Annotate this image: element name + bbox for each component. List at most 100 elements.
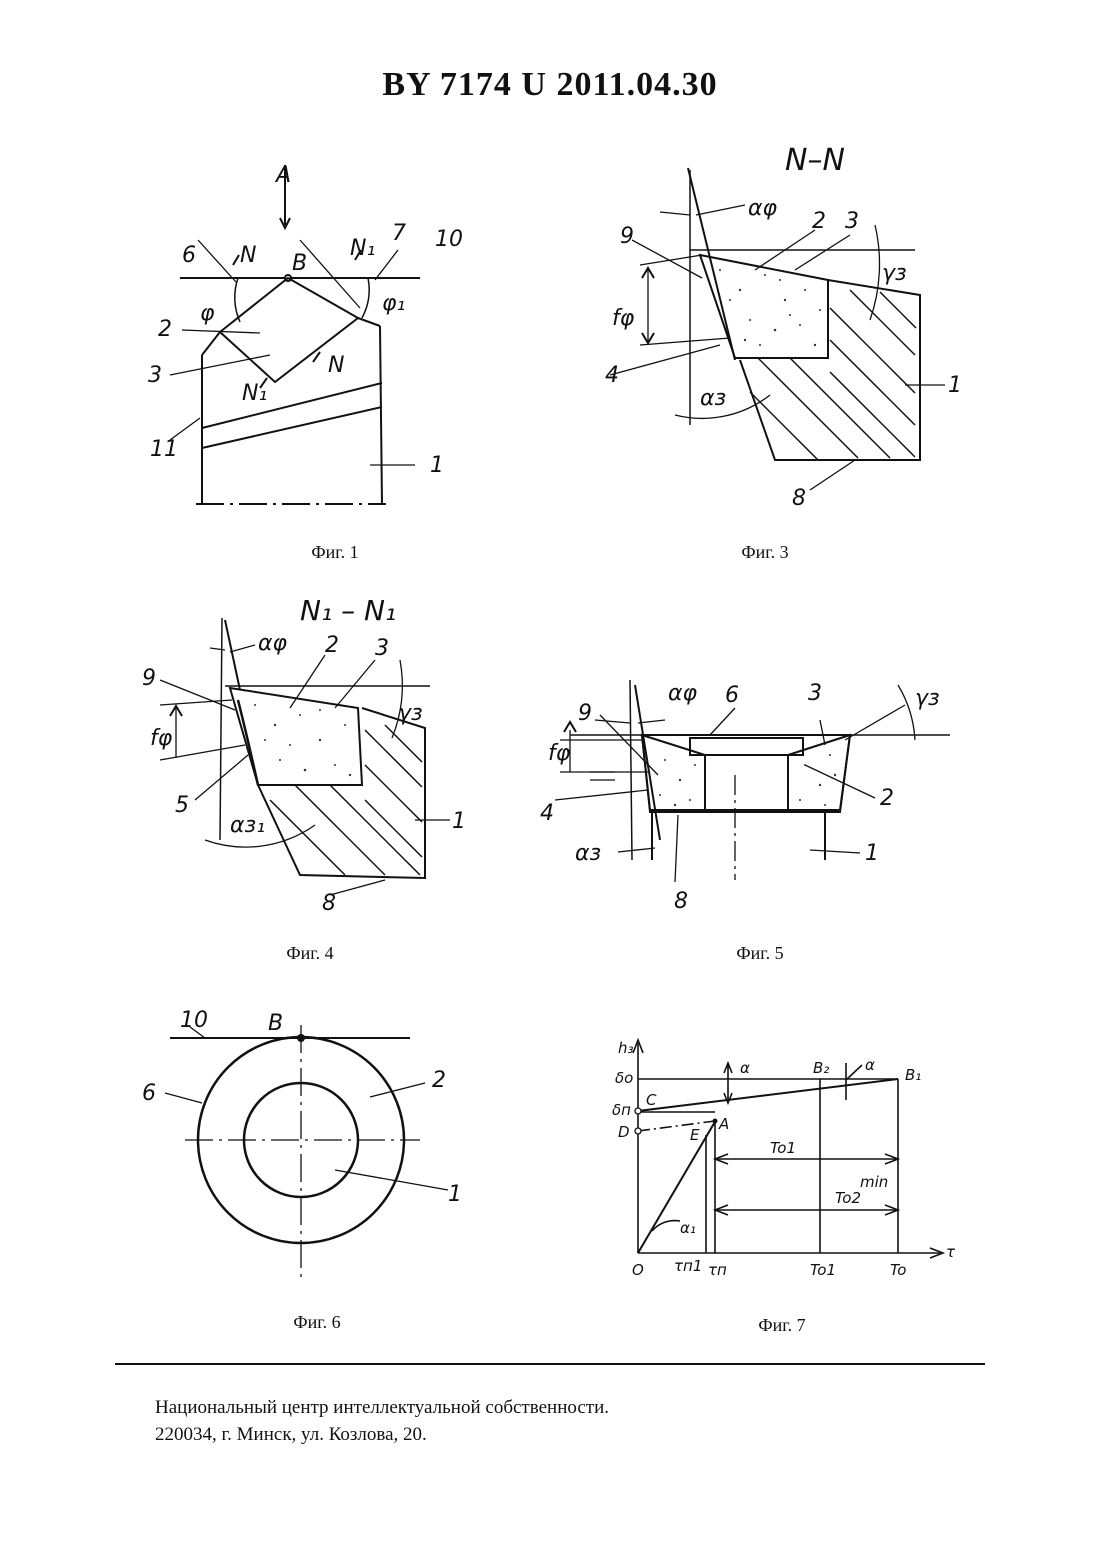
fig3-label-alpha-z: αз <box>700 386 726 411</box>
fig5-label-8: 8 <box>674 889 688 914</box>
figure-3-caption: Фиг. 3 <box>705 542 825 563</box>
fig1-label-b: B <box>292 251 307 276</box>
fig4-label-alpha-f: αφ <box>258 631 288 656</box>
fig3-label-alpha-f: αφ <box>748 196 778 221</box>
fig6-label-10: 10 <box>180 1008 208 1033</box>
fig1-label-10: 10 <box>435 227 463 252</box>
figure-6-caption: Фиг. 6 <box>257 1312 377 1333</box>
fig4-label-8: 8 <box>322 891 336 916</box>
fig7-label-delta-o: δо <box>615 1069 633 1087</box>
fig1-label-3: 3 <box>148 363 162 388</box>
figure-5: αφ γз fφ αз 6 3 9 4 2 1 8 Фиг. 5 <box>530 660 990 970</box>
figure-3-drawing: N–N αφ γз fφ αз 9 2 3 4 1 8 <box>590 130 990 520</box>
footer: Национальный центр интеллектуальной собс… <box>155 1394 609 1448</box>
fig7-label-alpha: α <box>740 1059 750 1077</box>
figure-7-drawing: h₃ δо δп C D E A B₂ B₁ α α α₁ To1 To2 mi… <box>600 1035 980 1345</box>
fig4-label-1: 1 <box>452 809 466 834</box>
fig3-label-9: 9 <box>620 224 634 249</box>
fig7-label-tau-p1: τп1 <box>674 1257 702 1275</box>
fig7-point-d <box>635 1128 641 1134</box>
fig1-label-6: 6 <box>182 243 196 268</box>
fig6-label-1: 1 <box>448 1182 462 1207</box>
fig7-label-a: A <box>718 1115 729 1133</box>
fig1-label-7: 7 <box>392 221 406 246</box>
fig6-label-2: 2 <box>432 1068 446 1093</box>
fig3-label-3: 3 <box>845 209 859 234</box>
fig1-label-a: A <box>274 163 291 188</box>
figure-7-caption: Фиг. 7 <box>722 1315 842 1336</box>
fig4-label-gamma: γз <box>398 701 423 726</box>
fig4-label-alpha-z1: αз₁ <box>230 813 265 838</box>
fig7-label-tau-p: τп <box>708 1261 727 1279</box>
fig7-point-c <box>635 1108 641 1114</box>
figure-7: h₃ δо δп C D E A B₂ B₁ α α α₁ To1 To2 mi… <box>600 1035 980 1345</box>
figure-6-drawing: 10 B 6 2 1 <box>130 1005 470 1345</box>
fig7-label-o: O <box>632 1261 644 1279</box>
fig3-label-2: 2 <box>812 209 826 234</box>
fig7-label-b2: B₂ <box>813 1059 829 1077</box>
figure-1: A B N N₁ N N₁ φ φ₁ 6 7 10 2 3 11 1 Фиг. … <box>130 150 470 520</box>
figure-6: 10 B 6 2 1 Фиг. 6 <box>130 1005 470 1345</box>
figure-4: N₁ – N₁ αφ γз fφ αз₁ 9 2 3 5 1 8 Фиг. 4 <box>130 590 470 970</box>
fig5-label-4: 4 <box>540 801 554 826</box>
fig1-label-n1-bot: N₁ <box>242 381 267 406</box>
fig7-label-delta-p: δп <box>612 1101 631 1119</box>
fig1-label-n-bot: N <box>328 353 344 378</box>
fig5-label-9: 9 <box>578 701 592 726</box>
fig1-label-phi: φ <box>200 301 215 326</box>
footer-line-1: Национальный центр интеллектуальной собс… <box>155 1394 609 1421</box>
fig1-label-11: 11 <box>150 437 178 462</box>
fig5-label-f: fφ <box>548 741 571 766</box>
fig3-abrasive-texture <box>719 269 821 346</box>
fig5-label-alpha-f: αφ <box>668 681 698 706</box>
fig5-label-1: 1 <box>865 841 879 866</box>
figure-1-caption: Фиг. 1 <box>275 542 395 563</box>
fig4-label-9: 9 <box>142 666 156 691</box>
fig1-label-n-top: N <box>240 243 256 268</box>
fig7-label-tau: τ <box>946 1243 956 1261</box>
fig4-label-5: 5 <box>175 793 189 818</box>
fig7-label-t-o: To <box>890 1261 907 1279</box>
figure-3: N–N αφ γз fφ αз 9 2 3 4 1 8 Фиг. 3 <box>590 130 990 520</box>
fig7-label-to1-dim: To1 <box>770 1139 796 1157</box>
fig5-label-3: 3 <box>808 681 822 706</box>
fig1-label-2: 2 <box>158 317 172 342</box>
fig6-point-b <box>297 1034 305 1042</box>
figure-4-drawing: N₁ – N₁ αφ γз fφ αз₁ 9 2 3 5 1 8 <box>130 590 470 970</box>
fig7-label-to2-dim: To2 <box>835 1189 861 1207</box>
fig5-label-gamma: γз <box>915 686 940 711</box>
patent-header: BY 7174 U 2011.04.30 <box>0 66 1100 104</box>
fig3-label-gamma: γз <box>882 261 907 286</box>
fig7-label-c: C <box>646 1091 657 1109</box>
fig3-label-8: 8 <box>792 486 806 511</box>
figure-5-drawing: αφ γз fφ αз 6 3 9 4 2 1 8 <box>530 660 990 970</box>
fig3-label-f: fφ <box>612 306 635 331</box>
fig5-label-6: 6 <box>725 683 739 708</box>
fig3-label-4: 4 <box>605 363 619 388</box>
fig6-label-b: B <box>268 1011 283 1036</box>
fig1-label-1: 1 <box>430 453 444 478</box>
fig7-label-e: E <box>690 1126 700 1144</box>
fig7-label-b1: B₁ <box>905 1066 921 1084</box>
fig7-label-d: D <box>618 1123 630 1141</box>
fig5-abrasive-texture <box>659 754 836 806</box>
fig4-title: N₁ – N₁ <box>300 594 396 627</box>
fig4-label-2: 2 <box>325 633 339 658</box>
fig5-label-alpha-z: αз <box>575 841 601 866</box>
fig7-point-a <box>713 1119 718 1124</box>
fig1-label-n1-top: N₁ <box>350 236 375 261</box>
fig7-label-min: min <box>860 1173 888 1191</box>
figure-5-caption: Фиг. 5 <box>700 943 820 964</box>
fig4-label-3: 3 <box>375 636 389 661</box>
fig7-label-h3: h₃ <box>618 1039 634 1057</box>
fig4-label-f: fφ <box>150 726 173 751</box>
fig3-label-1: 1 <box>948 373 962 398</box>
fig7-label-t-o1: To1 <box>810 1261 836 1279</box>
fig5-label-2: 2 <box>880 786 894 811</box>
fig7-label-alpha-2: α <box>865 1056 875 1074</box>
fig6-label-6: 6 <box>142 1081 156 1106</box>
fig7-label-alpha1: α₁ <box>680 1219 696 1237</box>
fig4-abrasive-texture <box>254 704 351 776</box>
fig3-title: N–N <box>785 143 845 178</box>
fig1-label-phi1: φ₁ <box>382 291 405 316</box>
